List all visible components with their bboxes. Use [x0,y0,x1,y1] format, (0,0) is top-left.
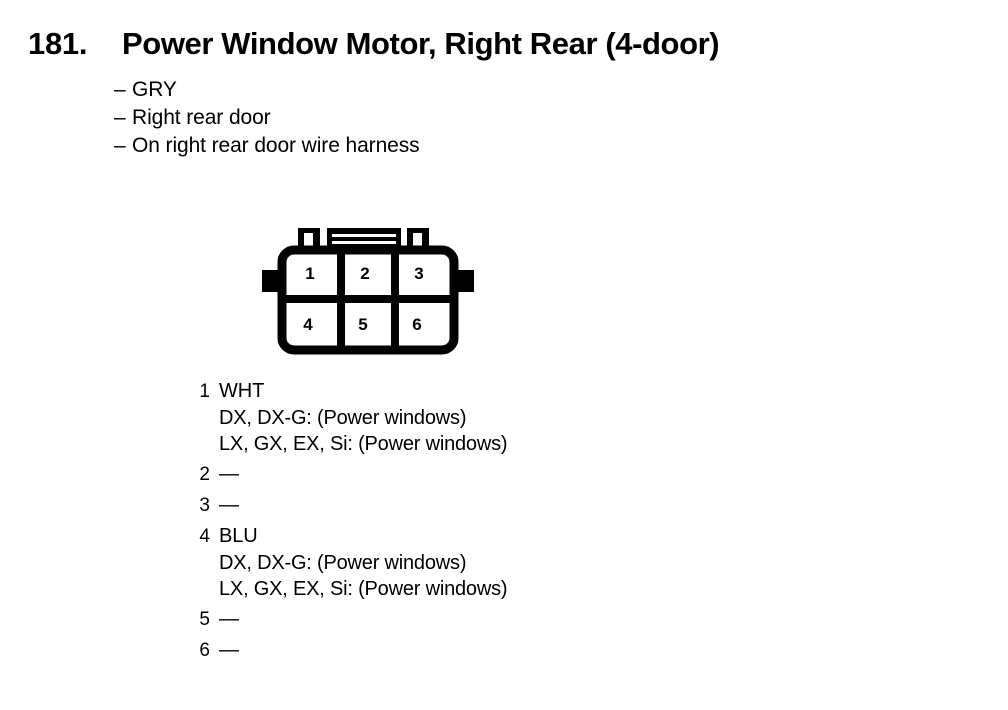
pin-wire-color: WHT [219,380,265,402]
pin-assignment-row: 4 BLU DX, DX-G: (Power windows) LX, GX, … [188,523,788,602]
pin-number: 2 [199,464,210,485]
connector-body-outline [277,245,459,355]
connector-diagram: 1 2 3 4 5 6 [258,226,478,356]
pin-detail-line: DX, DX-G: (Power windows) [219,407,467,429]
entry-number: 181. [28,26,88,61]
pin-wire-color: — [219,494,239,516]
connector-row-divider [282,295,454,303]
pin-wire-color: BLU [219,525,258,547]
pin-assignment-row: 5 — [188,606,788,633]
pin-detail-line: LX, GX, EX, Si: (Power windows) [219,433,508,455]
pin-wire-color: — [219,463,239,485]
attribute-label: GRY [132,78,177,101]
pin-assignment-row: 1 WHT DX, DX-G: (Power windows) LX, GX, … [188,378,788,457]
pin-number: 4 [199,526,210,547]
pin-assignment-list: 1 WHT DX, DX-G: (Power windows) LX, GX, … [188,378,788,664]
pin-number: 1 [199,381,210,402]
connector-col-divider-1 [337,250,345,350]
pin-assignment-row: 2 — [188,461,788,488]
dash-bullet-icon: – [114,134,126,157]
pin-number: 6 [199,640,210,661]
pin-detail-line: DX, DX-G: (Power windows) [219,552,467,574]
pin-assignment-row: 3 — [188,492,788,519]
pin-number: 3 [199,495,210,516]
dash-bullet-icon: – [114,106,126,129]
pin-wire-color: — [219,608,239,630]
pin-assignment-row: 6 — [188,637,788,664]
attribute-item: – Right rear door [114,104,714,132]
attribute-label: Right rear door [132,106,271,129]
attribute-list: – GRY – Right rear door – On right rear … [114,76,714,160]
connector-col-divider-2 [391,250,399,350]
dash-bullet-icon: – [114,78,126,101]
pin-wire-color: — [219,639,239,661]
connector-keyway-slot-1 [332,234,396,237]
pin-number: 5 [199,609,210,630]
attribute-item: – GRY [114,76,714,104]
connector-top-tab-left-slot [304,233,313,249]
connector-top-tab-right-slot [413,233,422,249]
connector-keyway-slot-2 [332,241,396,244]
title-text: Power Window Motor, Right Rear (4-door) [122,26,720,61]
attribute-label: On right rear door wire harness [132,134,420,157]
attribute-item: – On right rear door wire harness [114,132,714,160]
page-title: 181. Power Window Motor, Right Rear (4-d… [28,26,720,62]
pin-detail-line: LX, GX, EX, Si: (Power windows) [219,578,508,600]
connector-outline-graphic [262,228,474,355]
